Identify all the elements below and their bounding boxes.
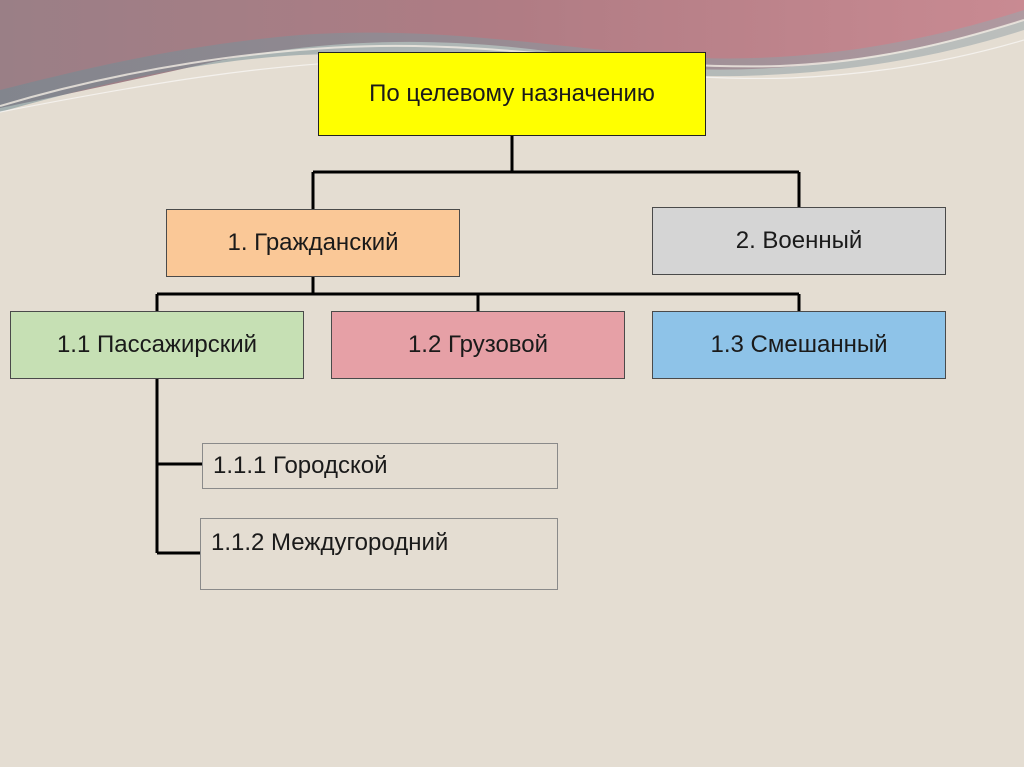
node-military-label: 2. Военный <box>735 227 863 254</box>
node-intercity: 1.1.2 Междугородний <box>200 518 558 590</box>
connector-lines <box>155 136 801 555</box>
node-intercity-label: 1.1.2 Междугородний <box>211 529 449 556</box>
node-root-label: По целевому назначению <box>369 80 655 107</box>
node-city-label: 1.1.1 Городской <box>213 452 388 479</box>
node-civil: 1. Гражданский <box>166 209 460 277</box>
node-cargo: 1.2 Грузовой <box>331 311 625 379</box>
node-passenger: 1.1 Пассажирский <box>10 311 304 379</box>
node-root: По целевому назначению <box>318 52 706 136</box>
node-city: 1.1.1 Городской <box>202 443 558 489</box>
node-military: 2. Военный <box>652 207 946 275</box>
node-mixed: 1.3 Смешанный <box>652 311 946 379</box>
node-passenger-label: 1.1 Пассажирский <box>56 331 258 358</box>
node-cargo-label: 1.2 Грузовой <box>407 331 549 358</box>
node-civil-label: 1. Гражданский <box>227 229 399 256</box>
connector-root-to-level1 <box>311 136 801 209</box>
connector-civil-to-level2 <box>155 277 801 311</box>
connector-passenger-to-leaves <box>155 379 202 555</box>
node-mixed-label: 1.3 Смешанный <box>710 331 888 358</box>
decor-wave-top <box>0 0 1024 108</box>
